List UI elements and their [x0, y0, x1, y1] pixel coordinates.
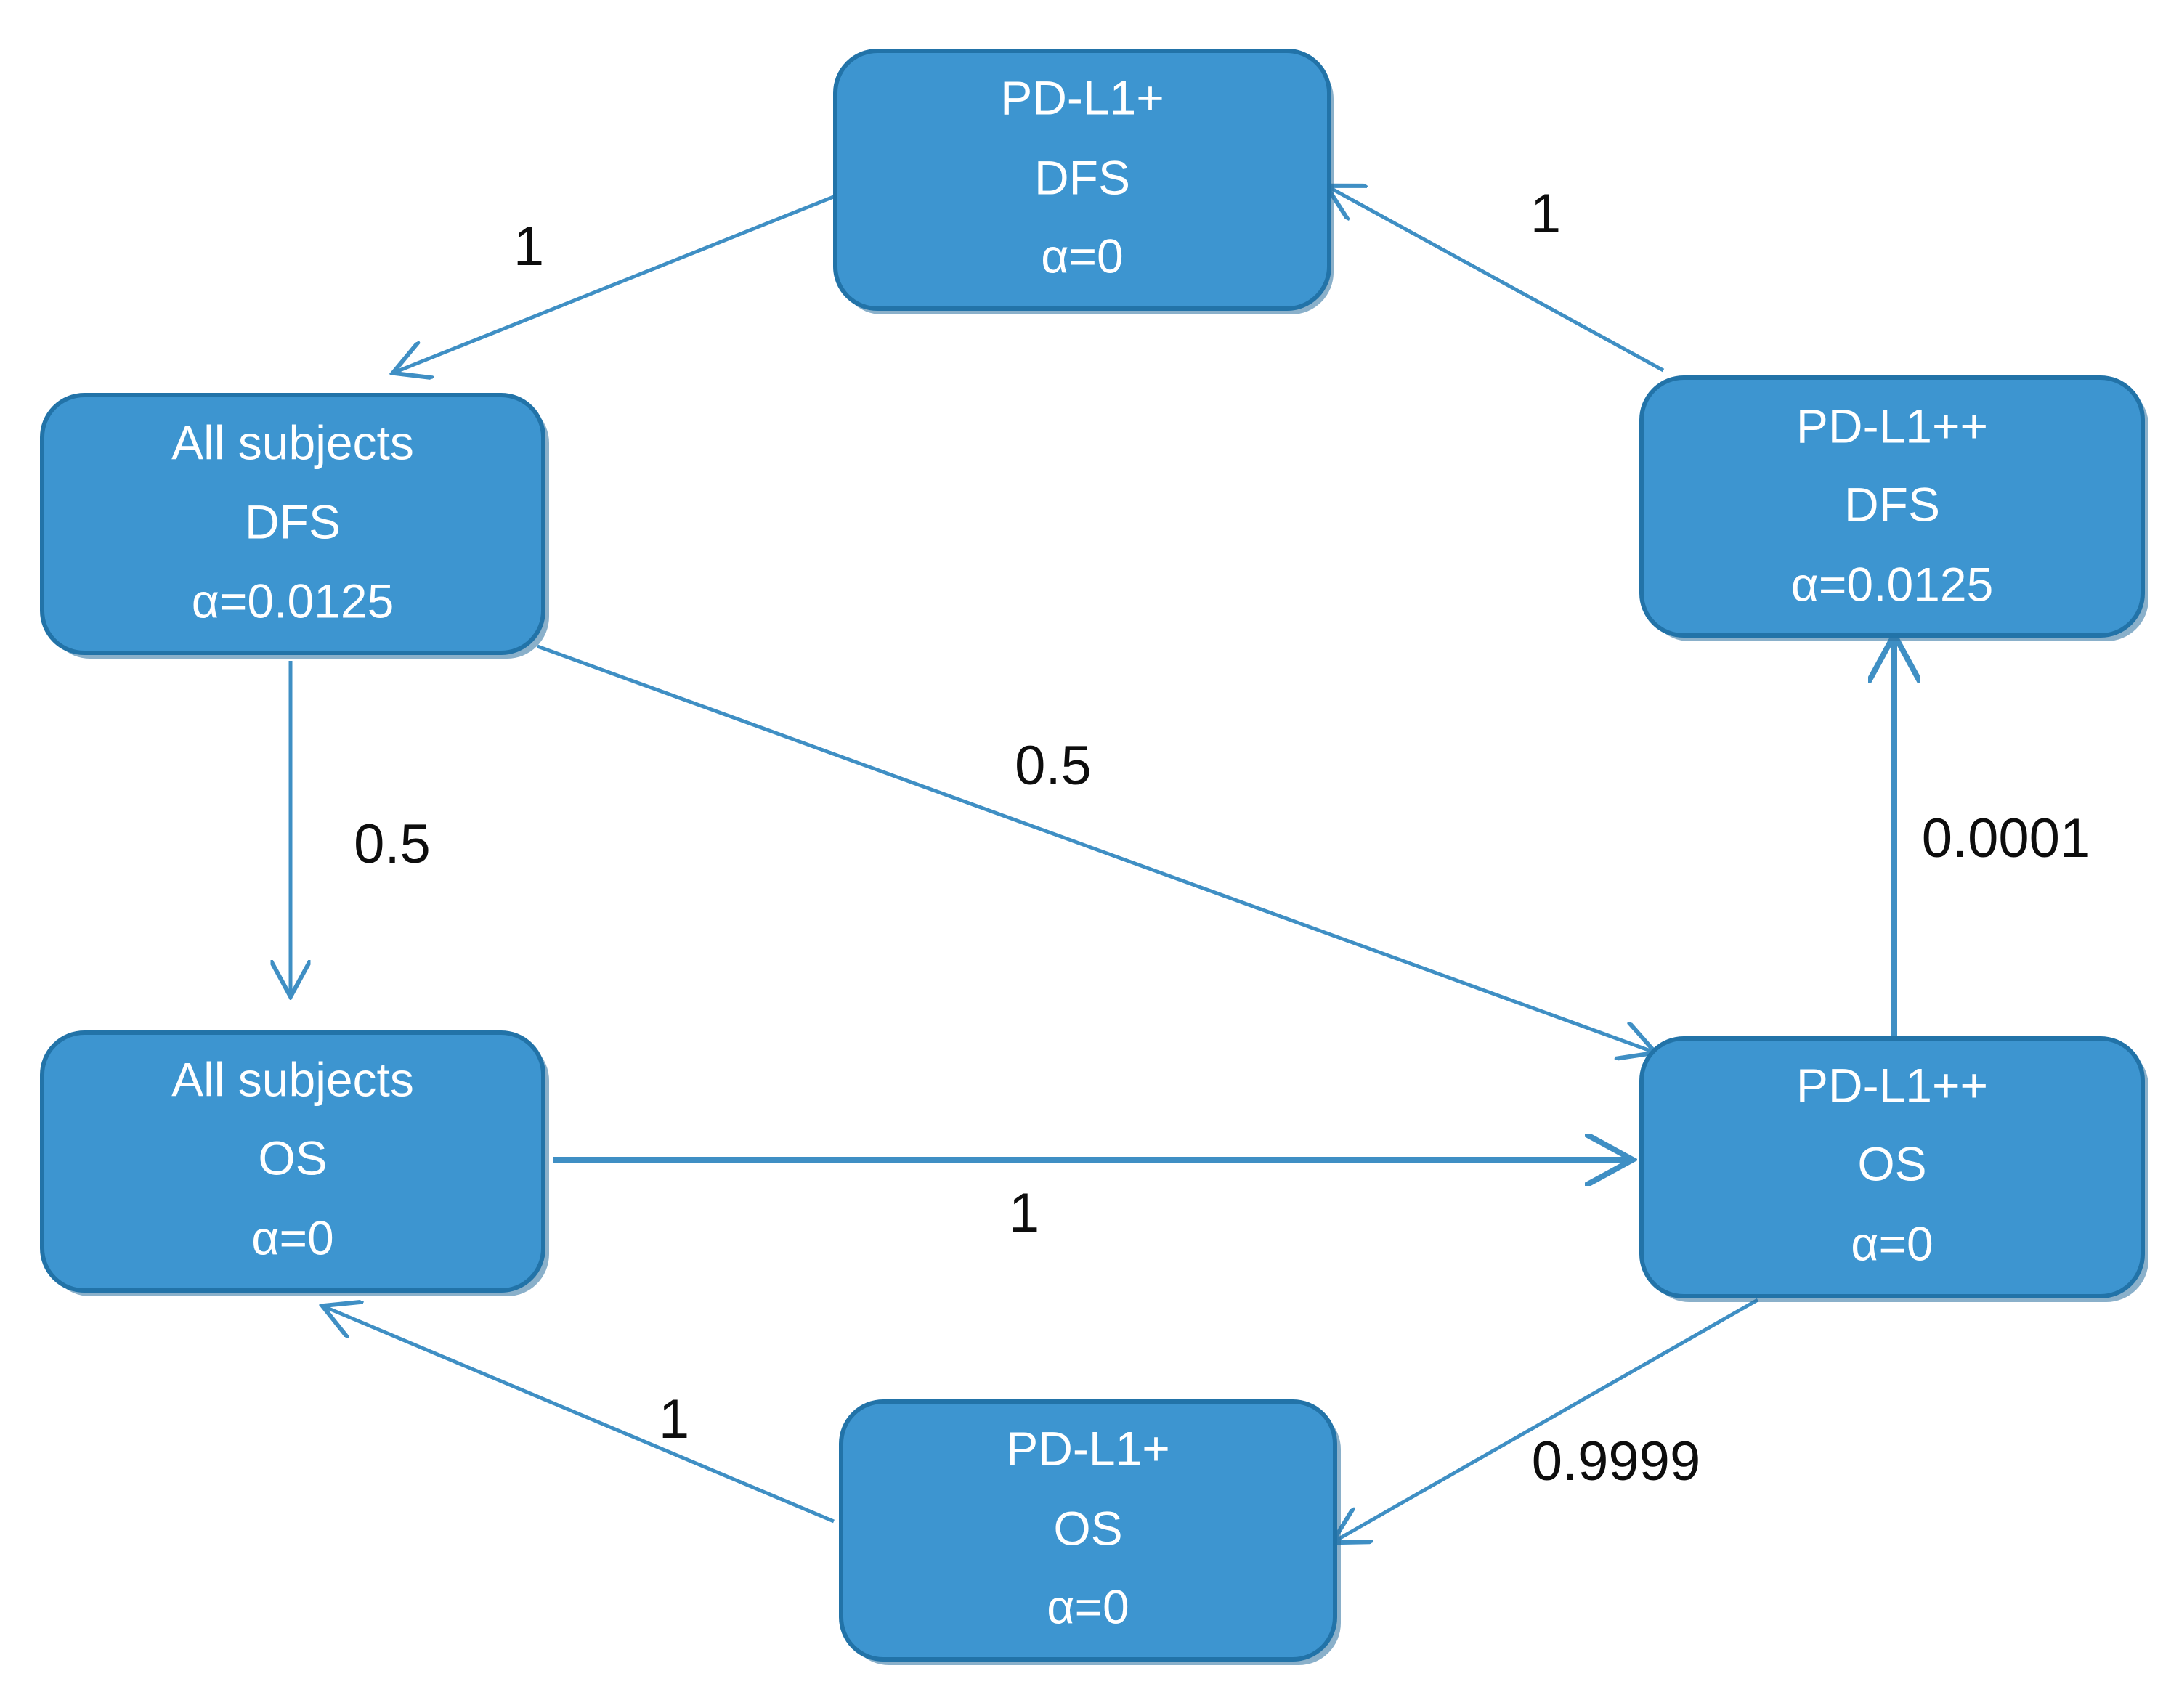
- edge-pdl1p-dfs-to-all-dfs: 1: [396, 194, 836, 372]
- node-label-alpha: α=0.0125: [192, 574, 394, 627]
- edge-label-8: 0.9999: [1532, 1431, 1700, 1492]
- node-label-line2: DFS: [1034, 150, 1130, 204]
- node-label-alpha: α=0: [1851, 1216, 1933, 1270]
- node-rect[interactable]: [40, 393, 545, 655]
- node-all-os[interactable]: All subjects OS α=0: [40, 1030, 549, 1296]
- node-label-alpha: α=0: [1047, 1579, 1129, 1633]
- edge-line: [325, 1307, 835, 1524]
- node-label-line1: PD-L1++: [1796, 1058, 1988, 1112]
- node-label-line1: All subjects: [171, 415, 414, 469]
- edge-label-3: 0.5: [354, 813, 431, 875]
- node-label-alpha: α=0: [251, 1211, 333, 1264]
- edge-all-os-to-pdl1pp-os: 1: [553, 1160, 1628, 1244]
- node-label-line1: PD-L1+: [1006, 1421, 1170, 1475]
- node-label-alpha: α=0: [1041, 229, 1123, 282]
- node-rect[interactable]: [839, 1399, 1337, 1662]
- node-rect[interactable]: [1639, 1036, 2145, 1298]
- node-rect[interactable]: [1639, 375, 2145, 638]
- edge-line: [537, 644, 1652, 1052]
- node-all-dfs[interactable]: All subjects DFS α=0.0125: [40, 393, 549, 659]
- edge-label-2: 1: [1530, 183, 1561, 245]
- edge-line: [396, 194, 836, 372]
- edge-all-dfs-to-pdl1pp-os: 0.5: [537, 644, 1652, 1052]
- node-label-line1: All subjects: [171, 1052, 414, 1106]
- node-label-line2: OS: [1857, 1136, 1926, 1190]
- node-label-alpha: α=0.0125: [1791, 557, 1994, 611]
- node-pdl1pp-os[interactable]: PD-L1++ OS α=0: [1639, 1036, 2148, 1302]
- edge-label-7: 1: [659, 1388, 689, 1450]
- node-pdl1p-os[interactable]: PD-L1+ OS α=0: [839, 1399, 1341, 1665]
- node-label-line2: DFS: [245, 495, 341, 548]
- edge-pdl1pp-os-to-pdl1p-os: 0.9999: [1335, 1298, 1759, 1541]
- node-label-line1: PD-L1++: [1796, 399, 1988, 452]
- edge-label-1: 1: [514, 216, 544, 277]
- node-label-line2: OS: [258, 1131, 327, 1184]
- node-label-line2: DFS: [1844, 477, 1940, 531]
- node-label-line2: OS: [1053, 1501, 1122, 1555]
- node-rect[interactable]: [833, 49, 1331, 311]
- edge-line: [1335, 1298, 1759, 1541]
- edge-label-6: 1: [1009, 1182, 1039, 1244]
- edge-pdl1p-os-to-all-os: 1: [325, 1307, 835, 1524]
- edge-label-5: 0.0001: [1922, 808, 2090, 869]
- node-pdl1pp-dfs[interactable]: PD-L1++ DFS α=0.0125: [1639, 375, 2148, 641]
- edge-pdl1pp-dfs-to-pdl1p-dfs: 1: [1329, 183, 1665, 373]
- edge-all-dfs-to-all-os: 0.5: [291, 661, 431, 993]
- node-pdl1p-dfs[interactable]: PD-L1+ DFS α=0: [833, 49, 1334, 314]
- node-rect[interactable]: [40, 1030, 545, 1293]
- edge-label-4: 0.5: [1015, 735, 1092, 797]
- edge-line: [1329, 187, 1665, 373]
- edge-pdl1pp-os-to-pdl1pp-dfs: 0.0001: [1894, 639, 2090, 1040]
- node-label-line1: PD-L1+: [1000, 70, 1164, 124]
